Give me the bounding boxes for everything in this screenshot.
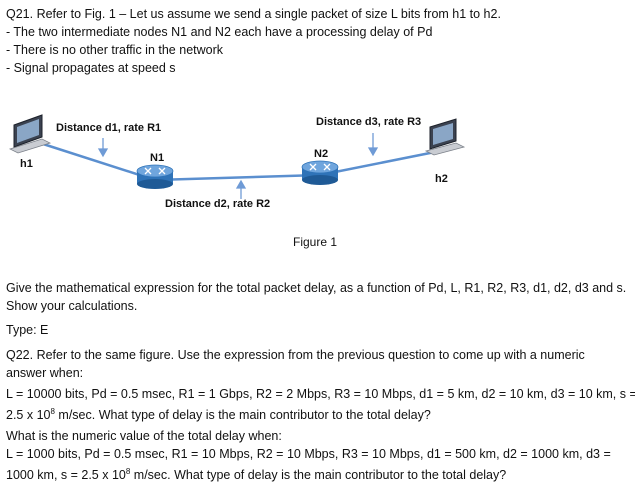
q22-case2-rest: m/sec. What type of delay is the main co… [130,468,507,483]
link3-label: Distance d3, rate R3 [316,116,422,128]
h2-computer-icon [424,118,466,156]
link1-label: Distance d1, rate R1 [56,122,162,134]
n1-router-icon [136,164,174,189]
link-n1-n2 [154,173,321,182]
h1-computer-icon [8,114,52,154]
q22-numeric-question: What is the numeric value of the total d… [6,429,282,443]
link-n2-h2 [319,148,446,177]
q21-bullet-2: - There is no other traffic in the netwo… [6,43,224,57]
arrow-d2 [235,179,247,199]
q22-case1-line2: 2.5 x 108 m/sec. What type of delay is t… [6,404,431,423]
q21-bullet-1: - The two intermediate nodes N1 and N2 e… [6,25,433,39]
q22-case2-base: 1000 km, s = 2.5 x 10 [6,468,126,483]
q21-bullet-3: - Signal propagates at speed s [6,61,176,75]
q22-title: Q22. Refer to the same figure. Use the e… [6,348,585,380]
h1-label: h1 [20,158,33,170]
n2-router-icon [301,160,339,185]
link-h1-n1 [39,141,156,182]
q22-case1-rest: m/sec. What type of delay is the main co… [54,408,431,423]
q22-case1-line1: L = 10000 bits, Pd = 0.5 msec, R1 = 1 Gb… [6,387,635,401]
q22-case2-exponent: 8 [125,467,131,476]
q22-case2-line2: 1000 km, s = 2.5 x 108 m/sec. What type … [6,464,506,483]
n1-label: N1 [150,152,165,164]
network-figure: Distance d1, rate R1 Distance d3, rate R… [0,95,635,265]
q21-title: Q21. Refer to Fig. 1 – Let us assume we … [6,7,501,21]
network-diagram [8,114,466,199]
arrow-d1 [97,138,109,158]
q21-question: Give the mathematical expression for the… [6,281,627,313]
arrow-d3 [367,133,379,157]
q22-case2-line1: L = 1000 bits, Pd = 0.5 msec, R1 = 10 Mb… [6,447,611,461]
n2-label: N2 [314,148,329,160]
q22-case1-base: 2.5 x 10 [6,408,51,423]
link2-label: Distance d2, rate R2 [165,198,271,210]
figure-caption: Figure 1 [293,235,338,249]
h2-label: h2 [435,173,448,185]
q22-case1-exponent: 8 [50,407,55,416]
q21-type: Type: E [6,323,49,337]
